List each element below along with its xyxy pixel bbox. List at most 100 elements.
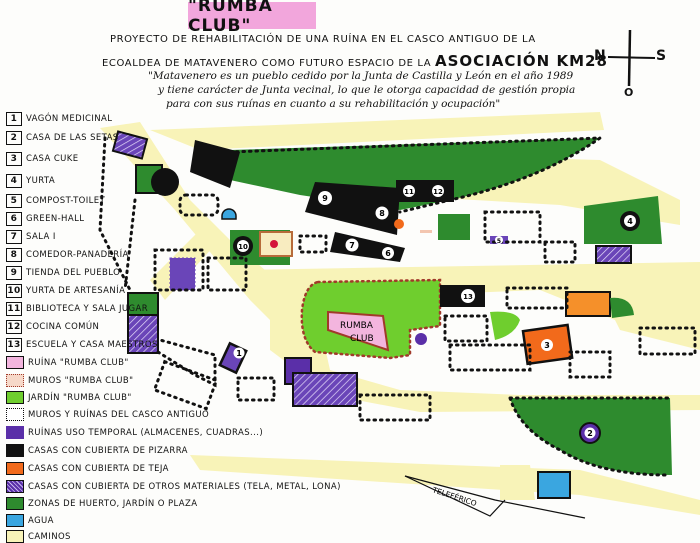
compass-west: O bbox=[624, 86, 634, 99]
badge-10: 10 bbox=[237, 240, 249, 252]
badge-4: 4 bbox=[624, 215, 636, 227]
legend-label: Jardín "Rumba Club" bbox=[28, 392, 132, 403]
legend-label: Casa cuke bbox=[26, 154, 79, 164]
svg-text:6: 6 bbox=[385, 249, 391, 258]
legend-swatch-temp-ruins: Ruínas uso temporal (almacenes, cuadras.… bbox=[6, 426, 263, 439]
swatch-icon bbox=[6, 530, 24, 543]
legend-num: 7 bbox=[6, 230, 22, 244]
badge-8: 8 bbox=[375, 206, 389, 220]
hatched-house bbox=[111, 130, 149, 160]
svg-text:11: 11 bbox=[404, 188, 414, 196]
legend-label: Biblioteca y sala jugar bbox=[26, 304, 149, 314]
legend-label: Yurta bbox=[26, 176, 56, 186]
swatch-icon bbox=[6, 462, 24, 475]
legend-swatch-green-zones: Zonas de huerto, jardín o plaza bbox=[6, 497, 197, 510]
legend-item-12: 12 Cocina común bbox=[6, 320, 99, 334]
legend-num: 11 bbox=[6, 302, 22, 316]
svg-text:10: 10 bbox=[238, 243, 248, 251]
subtitle-line-2: ecoaldea de Matavenero como futuro espac… bbox=[102, 52, 608, 70]
compass-cross-icon bbox=[607, 29, 656, 87]
legend-swatch-old-walls: Muros y ruínas del casco antiguo bbox=[6, 408, 209, 421]
village-map: RUMBA CLUB TELEFÉRICO bbox=[98, 112, 700, 519]
legend-item-4: 4 Yurta bbox=[6, 174, 55, 188]
subtitle-line-1: Proyecto de rehabilitación de una ruína … bbox=[110, 34, 536, 45]
quote-line-2: y tiene carácter de Junta vecinal, lo qu… bbox=[158, 84, 576, 96]
svg-text:1: 1 bbox=[236, 349, 242, 358]
title-text: "RUMBA CLUB" bbox=[188, 0, 273, 36]
swatch-icon bbox=[6, 426, 24, 439]
legend-item-13: 13Escuela y casa maestros bbox=[6, 338, 158, 352]
legend-swatch-slate: Casas con cubierta de pizarra bbox=[6, 444, 188, 457]
legend-num: 4 bbox=[6, 174, 22, 188]
legend-label: Vagón medicinal bbox=[26, 114, 113, 124]
legend-label: Casas con cubierta de otros materiales (… bbox=[28, 481, 341, 492]
legend-swatch-water: Agua bbox=[6, 514, 54, 527]
badge-2: 2 bbox=[584, 427, 596, 439]
compass-north: N bbox=[594, 48, 606, 64]
legend-swatch-tile: Casas con cubierta de teja bbox=[6, 462, 169, 475]
rumba-label-2: CLUB bbox=[350, 334, 374, 344]
legend-swatch-other-roof: Casas con cubierta de otros materiales (… bbox=[6, 480, 341, 493]
svg-text:5: 5 bbox=[497, 238, 501, 245]
compass-rose: N S O bbox=[592, 24, 672, 104]
badge-6: 6 bbox=[382, 247, 394, 259]
swatch-icon bbox=[6, 408, 24, 421]
legend-num: 1 bbox=[6, 112, 22, 126]
svg-text:3: 3 bbox=[544, 341, 550, 350]
legend-item-8: 8 Comedor-panadería bbox=[6, 248, 129, 262]
water-pool bbox=[537, 471, 571, 499]
legend-label: Cocina común bbox=[26, 322, 100, 332]
svg-text:12: 12 bbox=[433, 188, 443, 196]
legend-num: 9 bbox=[6, 266, 22, 280]
legend-item-7: 7 Sala I bbox=[6, 230, 56, 244]
legend-label: Casas con cubierta de pizarra bbox=[28, 445, 188, 456]
legend-num: 3 bbox=[6, 152, 22, 166]
svg-text:7: 7 bbox=[349, 241, 355, 250]
legend-item-6: 6Green-hall bbox=[6, 212, 84, 226]
badge-3: 3 bbox=[541, 339, 553, 351]
swatch-icon bbox=[6, 356, 24, 369]
legend-num: 12 bbox=[6, 320, 22, 334]
legend-item-1: 1 Vagón medicinal bbox=[6, 112, 112, 126]
slate-house bbox=[190, 140, 240, 188]
legend-label: Muros y ruínas del casco antiguo bbox=[28, 409, 210, 420]
legend-num: 2 bbox=[6, 131, 22, 145]
legend-swatch-ruin: Ruína "Rumba Club" bbox=[6, 356, 129, 369]
legend-item-10: 10 Yurta de artesanía bbox=[6, 284, 125, 298]
legend-label: Ruínas uso temporal (almacenes, cuadras.… bbox=[28, 427, 264, 438]
legend-num: 5 bbox=[6, 194, 22, 208]
legend-num: 8 bbox=[6, 248, 22, 262]
legend-label: Escuela y casa maestros bbox=[26, 340, 158, 350]
legend-item-3: 3 Casa cuke bbox=[6, 152, 79, 166]
legend-label: Agua bbox=[28, 515, 54, 526]
legend-label: Ruína "Rumba Club" bbox=[28, 357, 129, 368]
legend-item-2: 2Casa de las setas bbox=[6, 131, 119, 145]
quote-line-1: "Matavenero es un pueblo cedido por la J… bbox=[148, 70, 574, 82]
swatch-icon bbox=[6, 480, 24, 493]
title-badge: "RUMBA CLUB" bbox=[188, 0, 316, 36]
swatch-icon bbox=[6, 391, 24, 404]
legend-swatch-garden: Jardín "Rumba Club" bbox=[6, 391, 132, 404]
legend-label: Muros "Rumba Club" bbox=[28, 375, 134, 386]
legend-label: Caminos bbox=[28, 531, 71, 542]
legend-item-11: 11 Biblioteca y sala jugar bbox=[6, 302, 148, 316]
old-ruin-walls bbox=[98, 136, 697, 422]
legend-label: Zonas de huerto, jardín o plaza bbox=[28, 498, 198, 509]
legend-label: Yurta de artesanía bbox=[26, 286, 126, 296]
swatch-icon bbox=[6, 514, 24, 527]
swatch-icon bbox=[6, 374, 24, 387]
legend-label: Compost-toilet bbox=[26, 196, 106, 206]
badge-5: 5 bbox=[495, 236, 503, 245]
swatch-icon bbox=[6, 497, 24, 510]
legend-swatch-paths: Caminos bbox=[6, 530, 71, 543]
rumba-label-1: RUMBA bbox=[340, 321, 374, 331]
legend-label: Comedor-panadería bbox=[26, 250, 129, 260]
svg-text:4: 4 bbox=[627, 217, 633, 226]
legend-item-5: 5 Compost-toilet bbox=[6, 194, 105, 208]
badge-9: 9 bbox=[318, 191, 332, 205]
legend-num: 10 bbox=[6, 284, 22, 298]
legend-label: Sala I bbox=[26, 232, 56, 242]
compass-south: S bbox=[656, 48, 667, 64]
badge-7: 7 bbox=[345, 238, 359, 252]
legend-swatch-walls: Muros "Rumba Club" bbox=[6, 374, 133, 387]
